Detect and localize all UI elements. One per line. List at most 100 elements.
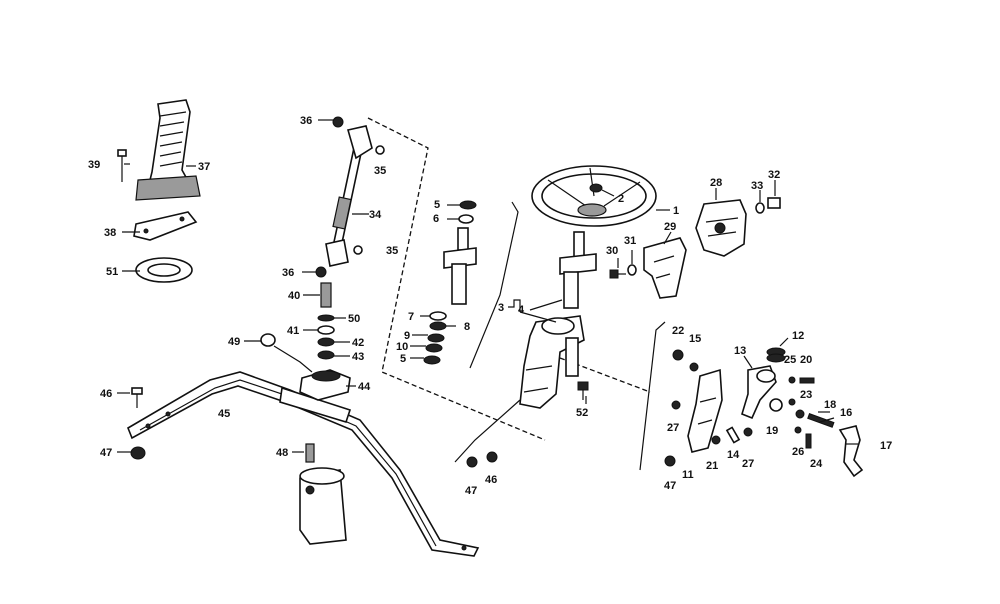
- bolt-35-lower: [353, 245, 363, 255]
- nut-47-center: [466, 456, 478, 468]
- bolt-21: [711, 435, 721, 445]
- bracket-29: [643, 237, 687, 299]
- label-25: 25: [784, 354, 796, 366]
- label-1: 1: [673, 205, 679, 217]
- seal-5-top: [459, 200, 477, 210]
- label-15: 15: [689, 333, 701, 345]
- cover-28: [695, 199, 747, 257]
- label-41: 41: [287, 325, 299, 337]
- bolt-46-left: [131, 387, 143, 408]
- label-46-left: 46: [100, 388, 112, 400]
- label-23: 23: [800, 389, 812, 401]
- label-14: 14: [727, 449, 740, 461]
- label-43: 43: [352, 351, 364, 363]
- column-shaft-right: [559, 231, 597, 309]
- bolt-30: [609, 269, 626, 279]
- washer-50: [317, 314, 335, 322]
- bearing-42: [317, 337, 335, 347]
- label-12: 12: [792, 330, 804, 342]
- label-45: 45: [218, 408, 230, 420]
- label-42: 42: [352, 337, 364, 349]
- label-7: 7: [408, 311, 414, 323]
- label-38: 38: [104, 227, 116, 239]
- bolt-52: [577, 381, 589, 400]
- label-47-right: 47: [664, 480, 676, 492]
- bolt-27-left: [671, 400, 681, 410]
- steering-wheel-1: [531, 165, 657, 227]
- label-50: 50: [348, 313, 360, 325]
- label-49: 49: [228, 336, 240, 348]
- bolt-35-top: [375, 145, 385, 155]
- label-30: 30: [606, 245, 618, 257]
- label-46-center: 46: [485, 474, 497, 486]
- column-shaft-center: [443, 227, 477, 305]
- seal-43: [317, 350, 335, 360]
- nut-18: [795, 409, 805, 419]
- bushing-19: [769, 398, 783, 412]
- label-21: 21: [706, 460, 718, 472]
- nut-47-right: [664, 455, 676, 467]
- leader-lines: [117, 119, 858, 453]
- plug-22: [672, 349, 684, 361]
- label-34: 34: [369, 209, 382, 221]
- label-37: 37: [198, 161, 210, 173]
- label-36-top: 36: [300, 115, 312, 127]
- bolt-32: [767, 197, 781, 209]
- label-31: 31: [624, 235, 636, 247]
- bracket-line-panel: [639, 321, 666, 471]
- label-22: 22: [672, 325, 684, 337]
- bolt-27-right: [743, 427, 753, 437]
- label-6: 6: [433, 213, 439, 225]
- pin-14: [725, 426, 741, 444]
- bushing-6: [458, 214, 474, 224]
- label-35-top: 35: [374, 165, 386, 177]
- label-20: 20: [800, 354, 812, 366]
- label-52: 52: [576, 407, 588, 419]
- gasket-51: [135, 257, 193, 283]
- bolt-39: [117, 149, 127, 182]
- label-28: 28: [710, 177, 722, 189]
- label-11: 11: [682, 469, 694, 481]
- bolt-46-center: [486, 451, 498, 463]
- plate-38: [133, 211, 198, 241]
- label-27-right: 27: [742, 458, 754, 470]
- nut-15: [689, 362, 699, 372]
- label-24: 24: [810, 458, 823, 470]
- lever-13: [741, 365, 777, 420]
- nut-36-top: [332, 116, 344, 128]
- label-33: 33: [751, 180, 763, 192]
- column-housing: [519, 315, 585, 409]
- label-5-top: 5: [434, 199, 440, 211]
- label-18: 18: [824, 399, 836, 411]
- nut-26: [794, 426, 802, 434]
- nut-47-left: [130, 446, 146, 460]
- cap-2: [589, 183, 603, 193]
- label-13: 13: [734, 345, 746, 357]
- ring-8: [429, 321, 447, 331]
- guide-line-lower: [454, 399, 521, 463]
- ring-9: [427, 333, 445, 343]
- washer-23: [788, 398, 796, 406]
- steering-shaft-34: [325, 125, 373, 267]
- label-27-left: 27: [667, 422, 679, 434]
- bracket-line-right: [469, 201, 519, 369]
- label-36-lower: 36: [282, 267, 294, 279]
- pin-24: [805, 433, 812, 449]
- label-35-lower: 35: [386, 245, 398, 257]
- label-40: 40: [288, 290, 300, 302]
- ring-10: [425, 343, 443, 353]
- dashed-guide-column: [367, 117, 546, 441]
- nut-49: [260, 333, 276, 347]
- label-9: 9: [404, 330, 410, 342]
- label-3: 3: [498, 302, 504, 314]
- label-2: 2: [618, 193, 624, 205]
- spring-12: [766, 347, 786, 363]
- pump-48: [299, 443, 347, 545]
- part-labels: 1 2 3 4 5 5 6 7 8 9 10 11 12 13 14 15 16…: [88, 115, 892, 497]
- label-39: 39: [88, 159, 100, 171]
- label-48: 48: [276, 447, 288, 459]
- bracket-11: [687, 368, 723, 453]
- label-16: 16: [840, 407, 852, 419]
